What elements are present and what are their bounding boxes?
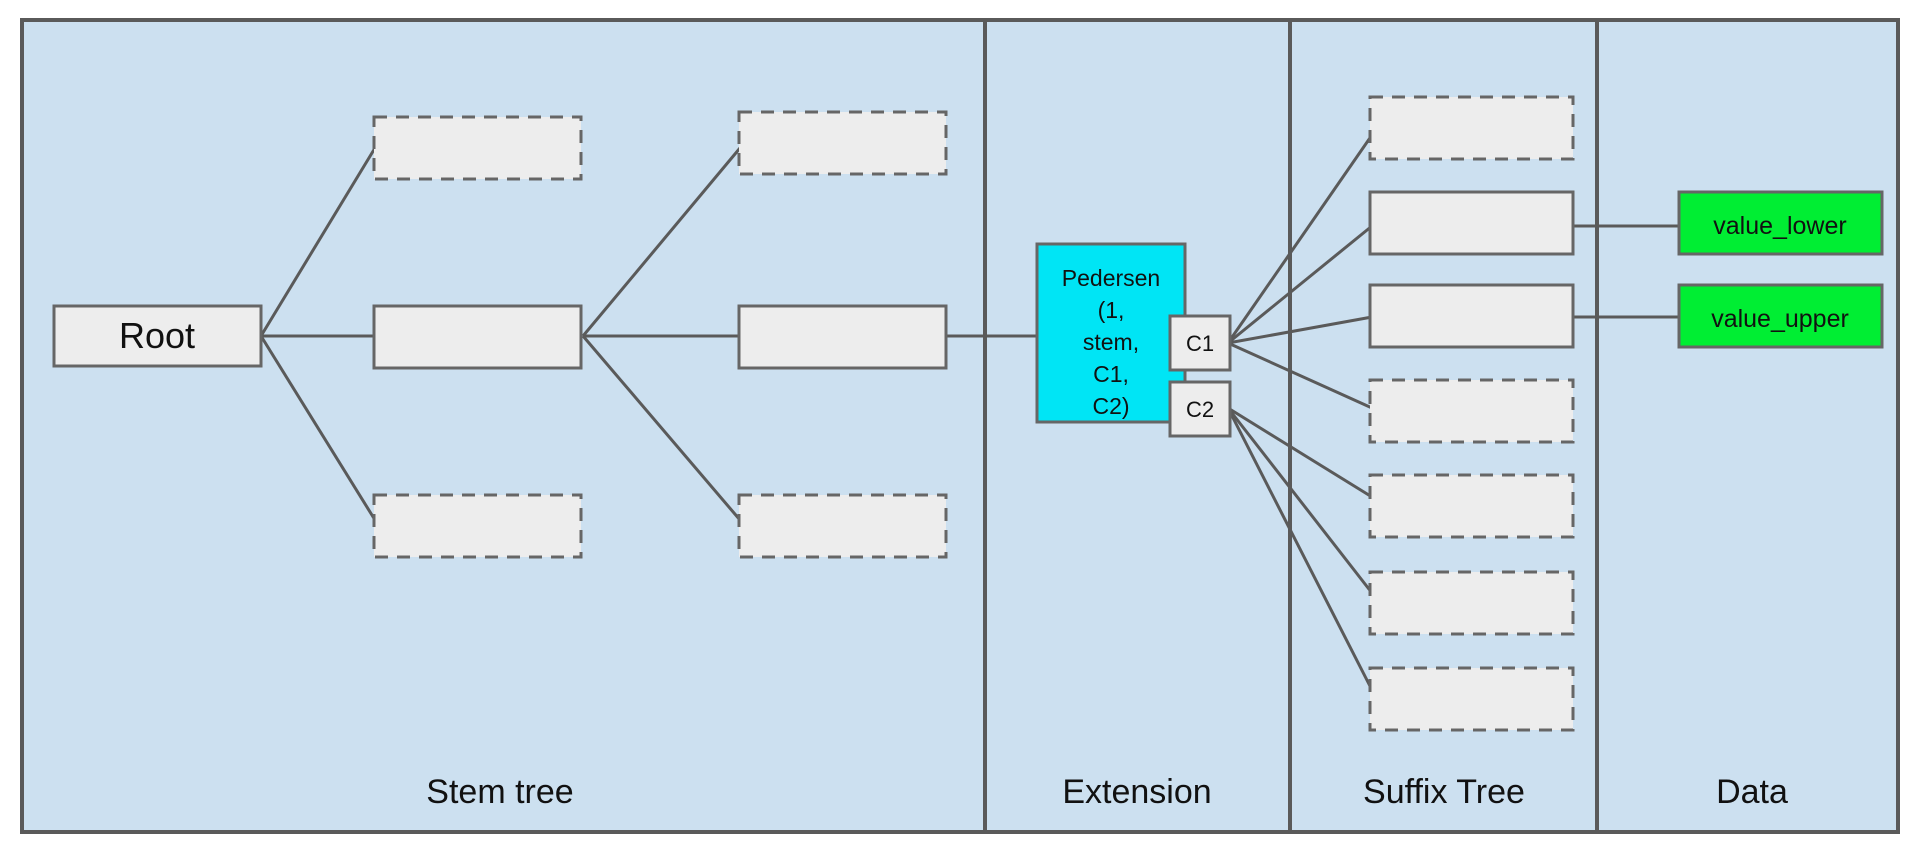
pedersen-line-4: C1, — [1093, 361, 1129, 387]
edge-c1-to-suffix-1 — [1226, 134, 1374, 344]
node-suffix-4[interactable] — [1368, 378, 1575, 444]
node-commitment-c2[interactable]: C2 — [1168, 380, 1232, 438]
node-stem-l2-middle-box — [737, 304, 948, 370]
node-suffix-3-box — [1368, 283, 1575, 349]
edge-root-to-stem-l1-top — [259, 147, 377, 337]
node-suffix-5-box — [1368, 473, 1575, 539]
node-value-lower-box — [1677, 190, 1884, 256]
edge-root-to-stem-l1-bottom — [259, 335, 377, 521]
node-suffix-6-box — [1368, 570, 1575, 636]
node-suffix-7[interactable] — [1368, 666, 1575, 732]
edge-c2-to-suffix-5 — [1227, 406, 1373, 499]
edge-c1-to-suffix-3 — [1227, 315, 1373, 345]
node-stem-l2-bottom[interactable] — [737, 493, 948, 559]
node-root[interactable]: Root — [52, 304, 263, 368]
section-label-stem-tree: Stem tree — [426, 773, 573, 811]
commitment-c2-box — [1168, 380, 1232, 438]
pedersen-box — [1035, 242, 1187, 424]
edge-stem-l1-to-l2-bottom — [581, 335, 742, 521]
node-suffix-6[interactable] — [1368, 570, 1575, 636]
pedersen-line-2: (1, — [1098, 297, 1125, 323]
node-stem-l1-top[interactable] — [372, 115, 583, 181]
node-stem-l2-bottom-box — [737, 493, 948, 559]
pedersen-line-1: Pedersen — [1062, 265, 1160, 291]
node-suffix-1[interactable] — [1368, 95, 1575, 161]
section-label-data: Data — [1716, 773, 1788, 811]
commitment-c1-box — [1168, 314, 1232, 372]
node-value-upper[interactable]: value_upper — [1677, 283, 1884, 349]
node-value-upper-label: value_upper — [1711, 305, 1849, 333]
node-pedersen-commitment[interactable]: Pedersen (1, stem, C1, C2) — [1035, 242, 1187, 424]
node-stem-l2-top[interactable] — [737, 110, 948, 176]
edge-stem-l1-to-l2-top — [581, 147, 742, 337]
node-root-label: Root — [119, 315, 195, 356]
node-commitment-c1[interactable]: C1 — [1168, 314, 1232, 372]
node-suffix-2-box — [1368, 190, 1575, 256]
commitment-c2-label: C2 — [1186, 397, 1214, 422]
edge-c1-to-suffix-4 — [1227, 341, 1373, 410]
node-suffix-7-box — [1368, 666, 1575, 732]
pedersen-line-5: C2) — [1092, 393, 1129, 419]
node-suffix-2[interactable] — [1368, 190, 1575, 256]
section-label-extension: Extension — [1062, 773, 1211, 811]
node-suffix-3[interactable] — [1368, 283, 1575, 349]
node-stem-l2-top-box — [737, 110, 948, 176]
node-value-upper-box — [1677, 283, 1884, 349]
node-stem-l1-middle-box — [372, 304, 583, 370]
section-label-suffix-tree: Suffix Tree — [1363, 773, 1525, 811]
edge-c1-to-suffix-2 — [1227, 224, 1373, 345]
node-stem-l1-top-box — [372, 115, 583, 181]
edge-c2-to-suffix-7 — [1226, 407, 1374, 691]
node-suffix-5[interactable] — [1368, 473, 1575, 539]
edge-c2-to-suffix-6 — [1226, 407, 1374, 594]
node-value-lower[interactable]: value_lower — [1677, 190, 1884, 256]
node-stem-l1-middle[interactable] — [372, 304, 583, 370]
node-stem-l1-bottom[interactable] — [372, 493, 583, 559]
diagram-frame — [20, 18, 1900, 834]
node-value-lower-label: value_lower — [1713, 212, 1846, 240]
node-stem-l1-bottom-box — [372, 493, 583, 559]
node-suffix-4-box — [1368, 378, 1575, 444]
node-suffix-1-box — [1368, 95, 1575, 161]
node-stem-l2-middle[interactable] — [737, 304, 948, 370]
pedersen-line-3: stem, — [1083, 329, 1139, 355]
commitment-c1-label: C1 — [1186, 331, 1214, 356]
node-root-box — [52, 304, 263, 368]
